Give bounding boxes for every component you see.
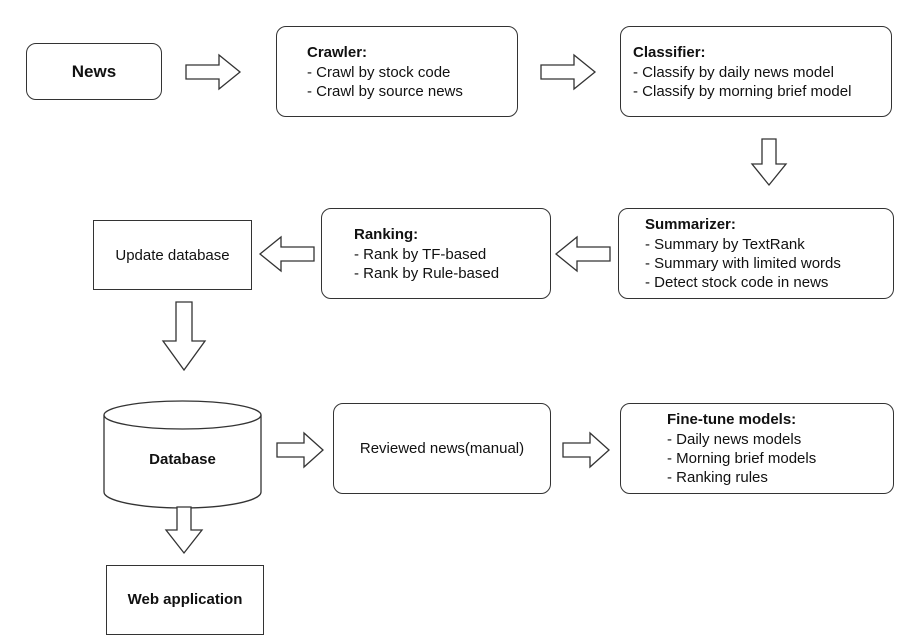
- reviewed-news-box: Reviewed news(manual): [333, 403, 551, 494]
- ranking-box: Ranking: - Rank by TF-based - Rank by Ru…: [321, 208, 551, 299]
- arrow-left-icon: [258, 235, 315, 273]
- summarizer-item: - Detect stock code in news: [645, 274, 829, 291]
- fine-tune-item: - Daily news models: [667, 431, 802, 448]
- summarizer-item: - Summary by TextRank: [645, 236, 805, 253]
- summarizer-title: Summarizer:: [645, 216, 736, 233]
- crawler-item: - Crawl by source news: [307, 82, 463, 100]
- summarizer-item: - Summary with limited words: [645, 255, 841, 272]
- classifier-item: - Classify by morning brief model: [633, 82, 852, 100]
- ranking-item: - Rank by Rule-based: [354, 264, 500, 282]
- reviewed-news-label: Reviewed news(manual): [359, 440, 525, 457]
- arrow-right-icon: [185, 53, 242, 91]
- update-database-label: Update database: [115, 246, 230, 264]
- database-cylinder-icon: [103, 400, 262, 509]
- arrow-down-icon: [164, 506, 204, 555]
- arrow-down-icon: [161, 301, 207, 372]
- arrow-right-icon: [540, 53, 597, 91]
- summarizer-box: Summarizer: - Summary by TextRank - Summ…: [618, 208, 894, 299]
- classifier-title: Classifier:: [633, 43, 706, 61]
- fine-tune-item: - Ranking rules: [667, 469, 768, 486]
- database-label: Database: [149, 451, 216, 468]
- fine-tune-title: Fine-tune models:: [667, 411, 797, 428]
- news-box: News: [26, 43, 162, 100]
- ranking-item: - Rank by TF-based: [354, 245, 487, 263]
- classifier-box: Classifier: - Classify by daily news mod…: [620, 26, 892, 117]
- crawler-box: Crawler: - Crawl by stock code - Crawl b…: [276, 26, 518, 117]
- fine-tune-item: - Morning brief models: [667, 450, 817, 467]
- crawler-title: Crawler:: [307, 43, 368, 61]
- web-application-box: Web application: [106, 565, 264, 635]
- ranking-title: Ranking:: [354, 225, 419, 243]
- update-database-box: Update database: [93, 220, 252, 290]
- fine-tune-box: Fine-tune models: - Daily news models - …: [620, 403, 894, 494]
- arrow-down-icon: [750, 138, 788, 187]
- news-label: News: [71, 61, 117, 81]
- crawler-item: - Crawl by stock code: [307, 63, 451, 81]
- web-application-label: Web application: [127, 591, 243, 608]
- arrow-right-icon: [562, 431, 610, 469]
- arrow-left-icon: [554, 235, 611, 273]
- classifier-item: - Classify by daily news model: [633, 63, 834, 81]
- arrow-right-icon: [276, 431, 324, 469]
